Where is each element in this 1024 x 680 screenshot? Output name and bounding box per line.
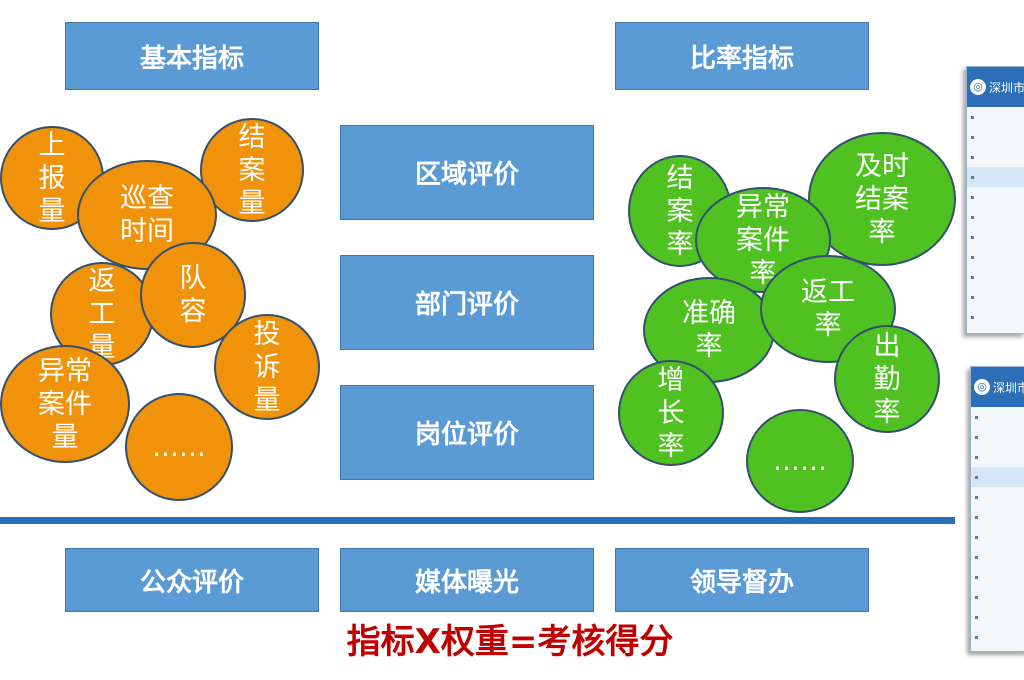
media-exposure-box: 媒体曝光 (340, 548, 594, 612)
ratio-indicators-header: 比率指标 (615, 22, 869, 90)
thumbnail-menu-item (967, 267, 1024, 287)
divider-line (0, 517, 955, 524)
thumbnail-menu-item (971, 587, 1024, 607)
thumbnail-menu-item (967, 187, 1024, 207)
thumbnail-menu-item (971, 527, 1024, 547)
indicator-timely-closure-rate: 及时 结案 率 (808, 132, 956, 266)
indicator-growth-rate: 增 长 率 (618, 360, 724, 466)
thumbnail-menu-item (971, 567, 1024, 587)
indicator-more-ellipsis: …… (125, 393, 233, 501)
thumbnail-menu-item (967, 307, 1024, 327)
thumbnail-menu-item (971, 467, 1024, 487)
city-logo-icon: ◎ (974, 379, 990, 395)
city-logo-icon: ◎ (970, 79, 986, 95)
basic-indicators-header: 基本指标 (65, 22, 319, 90)
thumbnail-menu-item (971, 507, 1024, 527)
thumbnail-menu-item (971, 627, 1024, 647)
indicator-closed-count: 结 案 量 (200, 118, 304, 222)
thumbnail-title: 深圳市 (989, 80, 1024, 95)
system-screenshot-thumbnail: ◎ 深圳市 (966, 66, 1024, 334)
score-formula: 指标X权重=考核得分 (346, 622, 674, 662)
indicator-attendance-rate: 出 勤 率 (834, 325, 940, 433)
thumbnail-menu-item (967, 127, 1024, 147)
public-evaluation-box: 公众评价 (65, 548, 319, 612)
thumbnail-menu-item (967, 207, 1024, 227)
thumbnail-menu-item (971, 407, 1024, 427)
thumbnail-menu-item (967, 227, 1024, 247)
indicator-report-count: 上 报 量 (0, 126, 104, 230)
thumbnail-menu-item (971, 547, 1024, 567)
thumbnail-menu-item (967, 147, 1024, 167)
thumbnail-menu-item (967, 287, 1024, 307)
thumbnail-header: ◎ 深圳市 (971, 367, 1024, 407)
thumbnail-header: ◎ 深圳市 (967, 67, 1024, 107)
thumbnail-menu-item (971, 487, 1024, 507)
thumbnail-menu-item (967, 247, 1024, 267)
regional-evaluation-box: 区域评价 (340, 125, 594, 220)
system-screenshot-thumbnail: ◎ 深圳市 (970, 366, 1024, 652)
thumbnail-menu-item (971, 607, 1024, 627)
thumbnail-menu-item (971, 427, 1024, 447)
indicator-abnormal-case-count: 异常 案件 量 (0, 345, 130, 463)
indicator-team-appearance: 队 容 (140, 242, 246, 348)
thumbnail-menu-item (967, 107, 1024, 127)
leader-supervision-box: 领导督办 (615, 548, 869, 612)
thumbnail-menu-item (967, 167, 1024, 187)
thumbnail-title: 深圳市 (993, 380, 1024, 395)
thumbnail-menu-item (971, 447, 1024, 467)
department-evaluation-box: 部门评价 (340, 255, 594, 350)
position-evaluation-box: 岗位评价 (340, 385, 594, 480)
indicator-more-ellipsis-green: …… (746, 409, 854, 513)
indicator-complaint-count: 投 诉 量 (214, 314, 320, 420)
